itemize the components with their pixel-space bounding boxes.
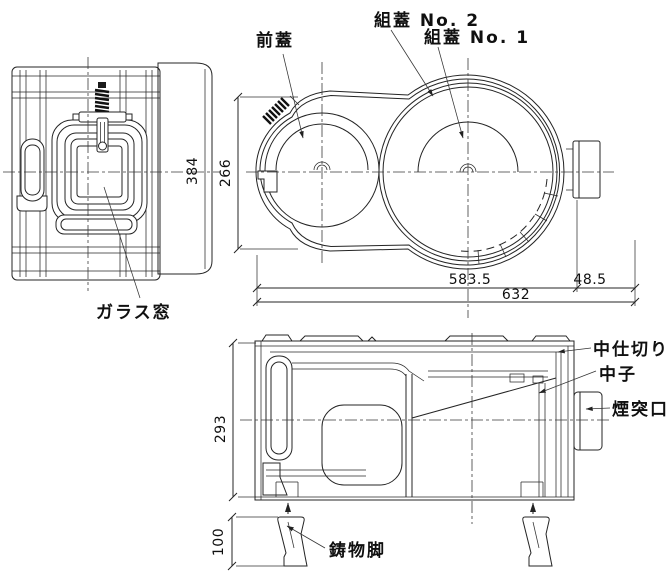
partition-leader xyxy=(557,347,592,354)
plan-flue-collar xyxy=(566,140,601,199)
front-spring-handle xyxy=(72,82,133,153)
side-flue-outlet xyxy=(573,391,603,451)
dim-plan-depth: 266 xyxy=(218,159,234,187)
front-lid-leader xyxy=(282,53,304,139)
label-partition: 中仕切り xyxy=(593,339,669,360)
side-interior xyxy=(275,352,562,497)
lid-no1-leader xyxy=(437,46,464,139)
front-view: 384 ガラス窓 xyxy=(3,57,220,323)
front-side-damper xyxy=(16,138,48,212)
dim-front-height: 384 xyxy=(185,157,201,185)
plan-view: 266 583.5 48.5 632 前蓋 組蓋 No. 2 組蓋 No. 1 xyxy=(218,10,640,318)
label-core: 中子 xyxy=(599,364,637,385)
side-dimensions: 293 100 xyxy=(211,338,284,571)
side-core-slope xyxy=(411,377,557,419)
label-front-lid: 前蓋 xyxy=(256,30,294,51)
label-flue-outlet: 煙突口 xyxy=(612,399,669,420)
side-view: 293 100 中仕切り 中子 煙突口 鋳物脚 xyxy=(211,333,669,571)
front-drum-panel xyxy=(157,62,213,275)
core-leader xyxy=(538,370,597,394)
side-firebox-opening xyxy=(321,404,403,486)
flue-outlet-leader xyxy=(585,406,611,411)
dim-plan-total-width: 632 xyxy=(502,287,530,303)
plan-segment-ring xyxy=(460,178,559,265)
side-door-section xyxy=(262,355,366,496)
glass-window-leader xyxy=(103,186,141,299)
dim-leg-height: 100 xyxy=(211,528,227,556)
dim-plan-flue-offset: 48.5 xyxy=(573,272,606,288)
label-glass-window: ガラス窓 xyxy=(96,302,172,323)
cast-leg-leader xyxy=(286,525,326,549)
lid-no2-leader xyxy=(390,29,434,97)
plan-spring-handle xyxy=(262,95,300,125)
dim-side-height: 293 xyxy=(213,415,229,443)
side-cast-legs xyxy=(277,502,553,567)
dim-plan-body-width: 583.5 xyxy=(449,272,492,288)
label-lid-no2: 組蓋 No. 2 xyxy=(374,10,480,31)
label-lid-no1: 組蓋 No. 1 xyxy=(424,27,530,48)
plan-left-tab xyxy=(257,170,278,193)
label-cast-leg: 鋳物脚 xyxy=(329,540,386,561)
front-door-lip xyxy=(55,214,138,235)
plan-dimensions: 266 583.5 48.5 632 xyxy=(218,92,640,307)
plan-hull xyxy=(255,74,565,270)
